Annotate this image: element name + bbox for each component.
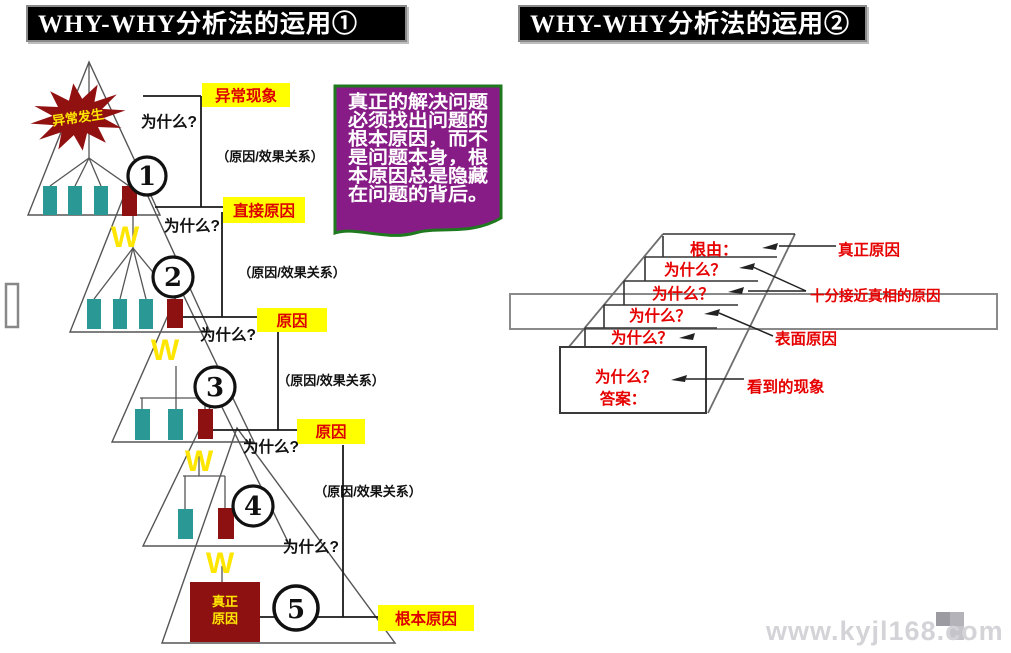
why-label-4: 为什么? <box>243 437 299 456</box>
pen-icon <box>704 309 720 316</box>
stage-label-4: 原因 <box>297 419 365 444</box>
step-label-why-4: 为什么？ <box>611 328 673 347</box>
why-label-2: 为什么? <box>164 216 220 235</box>
w-letter-1: W <box>111 221 140 254</box>
stage-label-text: 原因 <box>315 423 346 441</box>
page-title: WHY-WHY分析法的运用① <box>38 11 359 38</box>
selected-cause-bar-1 <box>122 186 137 216</box>
selected-cause-bar-4 <box>218 508 234 539</box>
svg-text:2: 2 <box>164 263 182 293</box>
pen-icon <box>728 287 744 294</box>
circle-number-3: 3 <box>193 365 237 409</box>
answer-box: 为什么？ 答案： <box>559 346 707 414</box>
stage-label-text: 原因 <box>276 312 307 330</box>
note-line: 在问题的背后。 <box>348 184 488 205</box>
triangle-3 <box>110 286 256 443</box>
pointer-pen-icons <box>671 243 778 382</box>
stair-risers <box>584 236 664 347</box>
answer-box-answer: 答案： <box>600 389 647 408</box>
watermark-square-artifact <box>936 612 964 640</box>
circle-number-2: 2 <box>151 255 195 299</box>
starburst-label: 异常发生 <box>51 106 105 128</box>
triangle-5 <box>161 426 397 644</box>
relation-label-2: （原因/效果关系） <box>238 265 346 280</box>
w-letter-2: W <box>151 334 180 367</box>
why-staircase: 为什么？ 答案： 根由： 为什么？ <box>509 233 998 414</box>
stage-label-text: 直接原因 <box>233 201 295 220</box>
note-line: 真正的解决问题 <box>348 91 489 112</box>
stage-label-1: 异常现象 <box>202 83 290 107</box>
root-cause-box: 真正 原因 <box>190 582 260 642</box>
pen-icon <box>671 375 687 382</box>
circle-number-5: 5 <box>272 584 320 632</box>
relation-label-4: （原因/效果关系） <box>314 484 422 499</box>
note-line: 必须找出问题的 <box>347 110 488 131</box>
pen-icon <box>679 333 695 340</box>
svg-text:3: 3 <box>206 373 224 403</box>
stage-label-3: 原因 <box>257 308 327 332</box>
circle-number-4: 4 <box>231 484 275 528</box>
w-letter-3: W <box>185 445 214 478</box>
stray-rectangle <box>4 282 20 329</box>
annotation-near-truth: 十分接近真相的原因 <box>810 287 941 305</box>
why-label-3: 为什么? <box>200 325 256 344</box>
selected-cause-bar-2 <box>167 299 183 328</box>
relation-label-3: （原因/效果关系） <box>277 373 385 388</box>
title-bar-right: WHY-WHY分析法的运用② <box>518 5 867 42</box>
pen-icon <box>762 243 778 250</box>
answer-box-why: 为什么？ <box>595 367 657 386</box>
note-line: 根本原因，而不 <box>348 128 488 149</box>
relation-label-1: （原因/效果关系） <box>216 149 324 164</box>
note-line: 是问题本身，根 <box>347 147 488 168</box>
root-cause-box-line1: 真正 <box>212 594 238 609</box>
stair-right-edge <box>707 233 796 414</box>
why-label-5: 为什么? <box>283 537 339 556</box>
triangle-4 <box>141 393 292 547</box>
cause-bars <box>43 186 234 539</box>
abnormality-starburst: 异常发生 <box>30 83 126 151</box>
branch-lines-4 <box>183 456 226 509</box>
triangle-2 <box>68 166 212 333</box>
selected-cause-bar-3 <box>198 409 213 439</box>
why-why-cascade: 异常发生 W W W W 真正 原因 <box>4 60 474 644</box>
why-label-1: 为什么? <box>141 112 197 131</box>
svg-text:4: 4 <box>244 492 262 522</box>
background-band <box>509 293 998 330</box>
svg-text:1: 1 <box>138 162 156 192</box>
stage-label-5: 根本原因 <box>378 605 474 631</box>
annotation-seen-phenomenon: 看到的现象 <box>747 377 825 396</box>
annotation-lines <box>686 245 836 380</box>
stage-label-text: 根本原因 <box>395 609 457 628</box>
note-callout: 真正的解决问题 必须找出问题的 根本原因，而不 是问题本身，根 本原因总是隐藏 … <box>333 84 503 237</box>
stage-label-2: 直接原因 <box>223 197 305 223</box>
circle-number-1: 1 <box>126 155 168 197</box>
watermark: www.kyjl168.com <box>766 616 1004 646</box>
annotation-true-cause: 真正原因 <box>838 240 900 259</box>
stair-treads <box>585 256 777 329</box>
stair-left-edge <box>567 233 664 349</box>
root-cause-box-line2: 原因 <box>212 611 238 626</box>
w-letter-4: W <box>206 547 235 580</box>
title-bar-left: WHY-WHY分析法的运用① <box>26 5 407 42</box>
pen-icon <box>739 263 755 270</box>
page-title: WHY-WHY分析法的运用② <box>530 11 851 38</box>
note-line: 本原因总是隐藏 <box>348 165 488 186</box>
stage-label-text: 异常现象 <box>215 86 278 105</box>
annotation-surface-cause: 表面原因 <box>774 329 837 348</box>
step-label-why-1: 为什么？ <box>664 260 726 279</box>
step-label-why-2: 为什么？ <box>652 284 714 303</box>
svg-text:5: 5 <box>287 595 305 625</box>
step-label-why-3: 为什么？ <box>629 306 691 325</box>
step-label-root: 根由： <box>690 240 738 259</box>
